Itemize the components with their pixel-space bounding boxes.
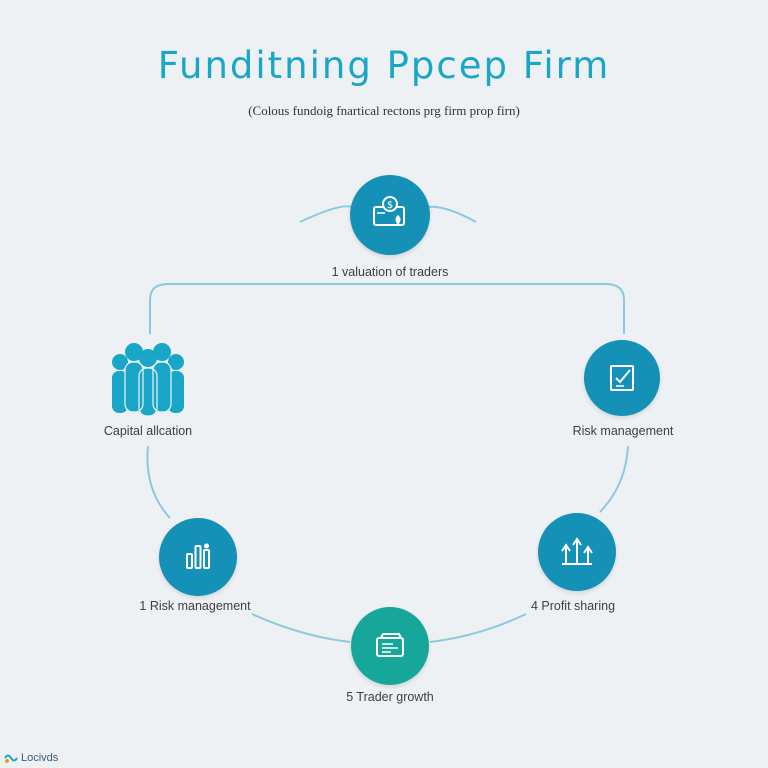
node-profit-sharing (538, 513, 616, 591)
svg-text:$: $ (387, 200, 393, 211)
card-stack-icon (376, 633, 404, 657)
node-label-capital-allocation: Capital allcation (103, 424, 193, 438)
node-risk-management-left (159, 518, 237, 596)
node-label-profit-sharing: 4 Profit sharing (530, 599, 616, 613)
node-label-valuation: 1 ⁠valuation of traders (331, 265, 449, 279)
page-subtitle: (Colous fundoig fnartical rectons prg fi… (248, 103, 520, 118)
node-valuation: $ (350, 175, 430, 255)
dollar-card-icon: $ (373, 196, 405, 226)
brand-text: Locivds (21, 752, 59, 764)
brand-logo-icon (4, 754, 18, 763)
checklist-icon (610, 365, 634, 391)
page-title: Funditning Ppcep Firm (157, 44, 611, 87)
node-label-trader-growth: 5 Trader growth (346, 690, 434, 704)
brand: Locivds (4, 752, 58, 764)
growth-arrows-icon (561, 537, 593, 565)
node-label-risk-management-right: Risk management (572, 424, 674, 438)
bar-chart-icon (186, 543, 210, 569)
node-risk-management-right (584, 340, 660, 416)
people-group-icon (108, 340, 188, 421)
node-trader-growth (351, 607, 429, 685)
node-label-risk-management-left: 1 Risk management (139, 599, 251, 613)
